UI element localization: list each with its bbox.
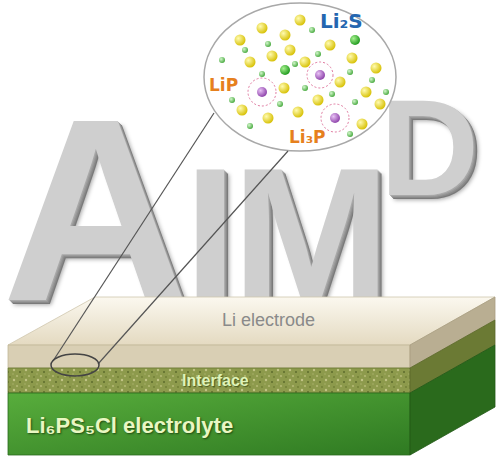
layer-label: Interface (182, 372, 249, 390)
electrode-layer: Li electrode (0, 295, 500, 370)
electrolyte-layer: Li₆PS₅Cl electrolyte (0, 393, 500, 455)
compound-label: LiP (209, 76, 238, 96)
slab-face (8, 393, 410, 455)
compound-label: Li₃P (289, 128, 326, 148)
layer-label: Li electrode (222, 310, 315, 331)
zoom-circle: Li₂S LiP Li₃P (203, 2, 397, 152)
compound-label: Li₂S (320, 10, 363, 33)
zoom-outline (204, 3, 396, 151)
layer-label: Li₆PS₅Cl electrolyte (26, 413, 233, 438)
aimd-letter: D (380, 79, 479, 216)
node-shape (0, 295, 500, 370)
slab-face (8, 345, 410, 368)
slab-face (8, 368, 410, 393)
slab-face (410, 345, 495, 455)
